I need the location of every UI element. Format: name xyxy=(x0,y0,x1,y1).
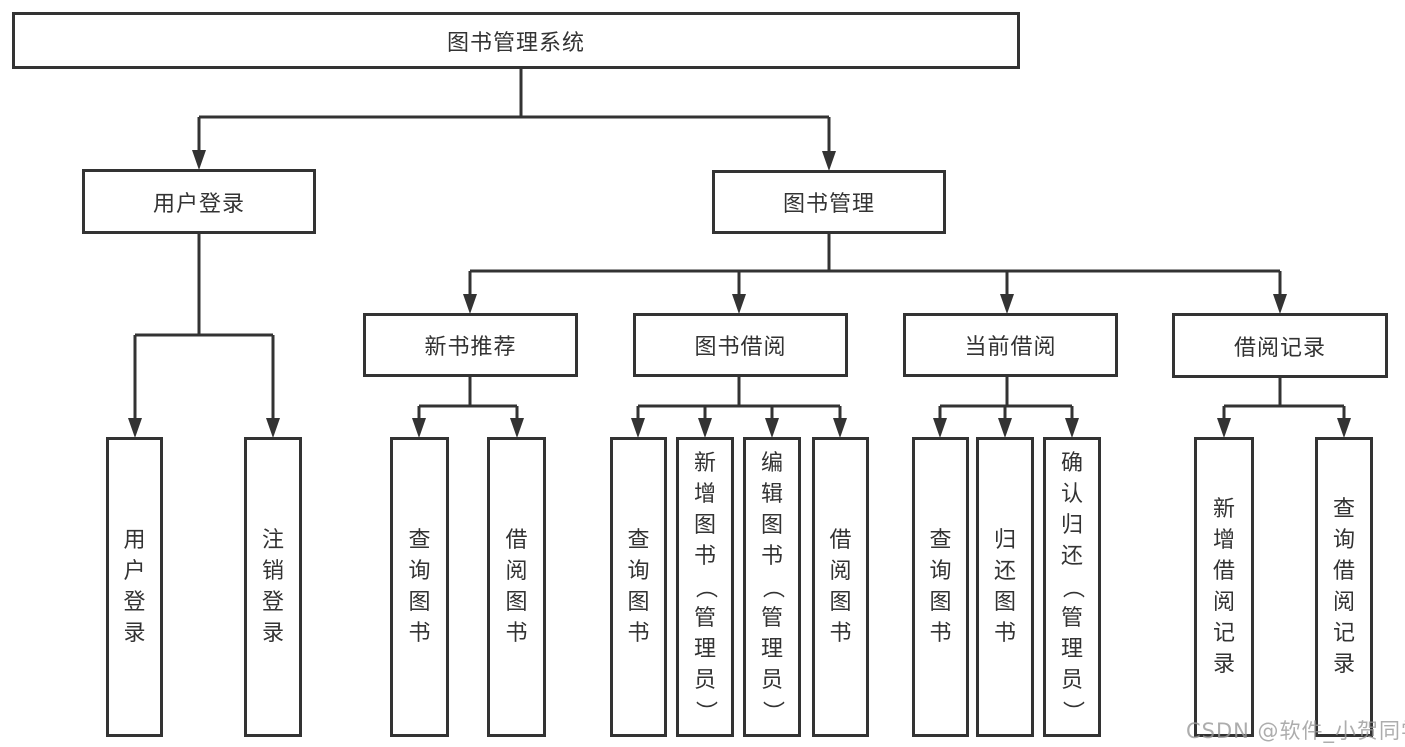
leaf-current-confirm-return-admin: 确认归还（管理员） xyxy=(1043,437,1101,737)
leaf-borrow-add-books-admin: 新增图书（管理员） xyxy=(676,437,734,737)
node-book-management: 图书管理 xyxy=(712,170,946,234)
leaf-borrow-query-books: 查询图书 xyxy=(610,437,667,737)
node-new-book-recommend: 新书推荐 xyxy=(363,313,578,377)
leaf-newbook-borrow-books: 借阅图书 xyxy=(487,437,546,737)
leaf-record-query-borrow-record: 查询借阅记录 xyxy=(1315,437,1373,737)
leaf-logout-login: 注销登录 xyxy=(244,437,302,737)
leaf-user-login: 用户登录 xyxy=(106,437,163,737)
watermark: CSDN @软件_小贺同学 xyxy=(1186,719,1405,743)
node-borrow-record: 借阅记录 xyxy=(1172,313,1388,378)
node-current-borrow: 当前借阅 xyxy=(903,313,1118,377)
node-book-borrow: 图书借阅 xyxy=(633,313,848,377)
node-user-login: 用户登录 xyxy=(82,169,316,234)
leaf-current-return-books: 归还图书 xyxy=(976,437,1034,737)
node-root: 图书管理系统 xyxy=(12,12,1020,69)
leaf-newbook-query-books: 查询图书 xyxy=(390,437,449,737)
leaf-record-add-borrow-record: 新增借阅记录 xyxy=(1194,437,1254,737)
leaf-borrow-edit-books-admin: 编辑图书（管理员） xyxy=(743,437,801,737)
leaf-borrow-borrow-books: 借阅图书 xyxy=(812,437,869,737)
leaf-current-query-books: 查询图书 xyxy=(912,437,969,737)
